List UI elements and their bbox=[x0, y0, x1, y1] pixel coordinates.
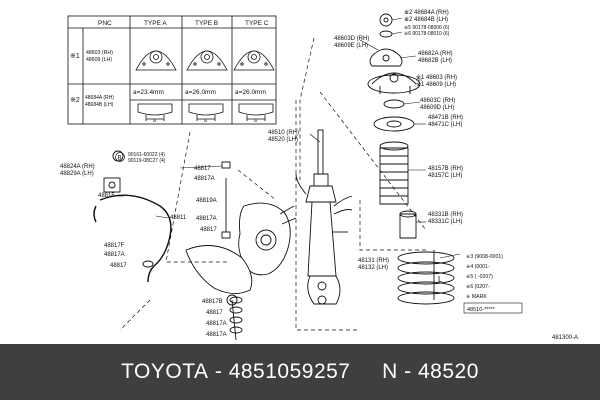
diagram-ref-code: 481300-A bbox=[552, 335, 578, 341]
variant-table bbox=[67, 15, 277, 125]
label-spring-l: L bbox=[438, 275, 443, 284]
label-48157c: 48157C (LH) bbox=[428, 173, 462, 179]
label-48603c: 48603C (RH) bbox=[420, 98, 455, 104]
dim-mark-a-2: a bbox=[204, 118, 207, 124]
upper-mount-stack-drawing bbox=[367, 13, 455, 305]
label-90119-08c27: 90119-08C27 (4) bbox=[128, 158, 166, 164]
label-48682b: 48682B (LH) bbox=[418, 58, 452, 64]
label-48471b: 48471B (RH) bbox=[428, 115, 463, 121]
label-90161-60022: 90161-60022 (4) bbox=[128, 152, 165, 158]
label-48817a-lower: 48817A bbox=[206, 321, 227, 327]
table-row2-mark: ※2 bbox=[70, 97, 80, 104]
label-48817a-mid: 48817A bbox=[196, 216, 217, 222]
table-row1-pnc-rh: 48603 (RH) bbox=[86, 50, 113, 56]
label-48132: 48132 (LH) bbox=[358, 265, 388, 271]
diagram-canvas: PNC TYPE A TYPE B TYPE C ※1 48603 (RH) 4… bbox=[60, 9, 578, 341]
table-row1-mark: ※1 bbox=[70, 53, 80, 60]
table-row2-pnc-lh: 48684B (LH) bbox=[85, 102, 114, 108]
label-48817-left: 48817 bbox=[110, 263, 127, 269]
label-48817-lower: 48817 bbox=[206, 310, 223, 316]
part-number: 4851059257 bbox=[228, 360, 351, 383]
label-48817a-upper: 48817A bbox=[194, 176, 215, 182]
label-48817f: 48817F bbox=[104, 243, 125, 249]
label-48684a: ※2 48684A (RH) bbox=[404, 9, 449, 16]
label-48829a: 48829A (LH) bbox=[60, 171, 94, 177]
label-48817a-bottom: 48817A bbox=[206, 332, 227, 338]
spring-note-1: ※3 (9008-0001) bbox=[466, 254, 503, 260]
knuckle-lower-arm-drawing bbox=[185, 161, 297, 341]
strut-assembly-drawing bbox=[295, 129, 353, 305]
label-48603: ※1 48603 (RH) bbox=[416, 74, 457, 81]
label-48815: 48815 bbox=[98, 193, 115, 199]
table-dim-type-c: a=26.0mm bbox=[235, 89, 266, 96]
label-b-mark: B bbox=[118, 156, 122, 162]
label-48331b: 48331B (RH) bbox=[428, 212, 463, 218]
label-48817a-left: 48817A bbox=[104, 252, 125, 258]
label-48817-mid: 48817 bbox=[200, 227, 217, 233]
footer-separator-1: - bbox=[208, 360, 229, 383]
table-header-type-c: TYPE C bbox=[245, 20, 269, 27]
label-48819a: 48819A bbox=[196, 198, 217, 204]
spring-note-5: ※ MARK bbox=[466, 294, 487, 300]
table-header-pnc: PNC bbox=[98, 20, 112, 27]
part-number-box bbox=[463, 302, 523, 314]
reference-number: 48520 bbox=[417, 360, 479, 383]
label-48510: 48510 (RH) bbox=[268, 130, 299, 136]
guide-lines bbox=[119, 37, 427, 331]
dim-mark-a-3: a bbox=[254, 118, 257, 124]
spacer-section-drawings bbox=[137, 103, 274, 121]
label-48157b: 48157B (RH) bbox=[428, 166, 463, 172]
table-row1-pnc-lh: 48609 (LH) bbox=[86, 57, 112, 63]
b-callout-circle bbox=[115, 152, 125, 162]
mount-type-c-drawing bbox=[233, 50, 275, 71]
label-90178-08006: ※5 90178-08006 (6) bbox=[404, 25, 450, 31]
label-48811: 48811 bbox=[170, 215, 187, 221]
label-48682a: 48682A (RH) bbox=[418, 51, 453, 57]
leader-lines bbox=[110, 17, 461, 259]
label-48684b: ※2 48684B (LH) bbox=[404, 16, 448, 23]
spring-note-2: ※4 (0001- bbox=[466, 264, 490, 270]
label-48603d: 48603D (RH) bbox=[334, 36, 369, 42]
part-labels: ※2 48684A (RH) ※2 48684B (LH) ※5 90178-0… bbox=[60, 9, 578, 341]
brand-name: TOYOTA bbox=[121, 360, 209, 383]
parts-diagram: PNC TYPE A TYPE B TYPE C ※1 48603 (RH) 4… bbox=[60, 9, 579, 341]
label-48131: 48131 (RH) bbox=[358, 258, 389, 264]
label-48609e: 48609E (LH) bbox=[334, 43, 368, 49]
table-header-type-b: TYPE B bbox=[195, 20, 218, 27]
label-48817b: 48817B bbox=[202, 299, 223, 305]
label-48331c: 48331C (LH) bbox=[428, 219, 462, 225]
label-48510-box: 48510-***** bbox=[467, 307, 496, 313]
footer-separator-2: N - bbox=[350, 360, 418, 383]
table-dim-type-b: a=26.0mm bbox=[185, 89, 216, 96]
label-48609d: 48609D (LH) bbox=[420, 105, 454, 111]
label-48824a: 48824A (RH) bbox=[60, 164, 95, 170]
table-row2-pnc-rh: 48684A (RH) bbox=[85, 95, 114, 101]
label-48609: ※1 48609 (LH) bbox=[416, 81, 456, 88]
dim-mark-a-1: a bbox=[153, 118, 156, 124]
label-48471c: 48471C (LH) bbox=[428, 122, 462, 128]
label-90178-08010: ※6 90178-08010 (6) bbox=[404, 31, 450, 37]
part-info-bar: TOYOTA - 4851059257 N - 48520 bbox=[0, 344, 600, 400]
spring-note-4: ※6 (0207- bbox=[466, 284, 490, 290]
table-header-type-a: TYPE A bbox=[144, 20, 167, 27]
spring-note-3: ※5 ( -0207) bbox=[466, 274, 493, 280]
label-48817-upper: 48817 bbox=[194, 166, 211, 172]
table-dim-type-a: a=23.4mm bbox=[133, 89, 164, 96]
mount-type-a-drawing bbox=[135, 50, 177, 71]
label-48520-highlighted: 48520 (LH) bbox=[268, 137, 298, 143]
mount-type-b-drawing bbox=[186, 50, 228, 71]
